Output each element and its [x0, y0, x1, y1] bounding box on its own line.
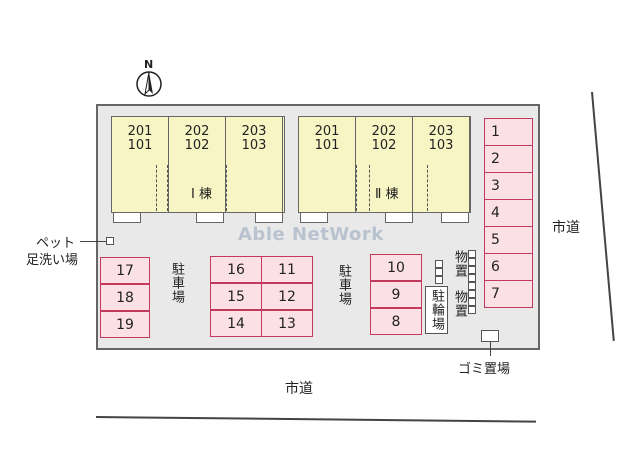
- entrance-step: [113, 212, 141, 223]
- entrance-step: [300, 212, 328, 223]
- parking-slot: 19: [100, 311, 150, 338]
- watermark: Able NetWork: [238, 224, 384, 245]
- building-1: 201 101 202 102 203 103 Ⅰ 棟: [111, 116, 285, 213]
- parking-slot: 2: [484, 145, 533, 173]
- compass-letter: N: [144, 58, 154, 71]
- unit-upper-number: 201: [314, 124, 340, 139]
- storage-box: [435, 276, 443, 284]
- stair-outline: [369, 165, 370, 211]
- unit-201-101: 201 101: [299, 117, 356, 212]
- unit-203-103: 203 103: [413, 117, 470, 212]
- stair-outline: [156, 165, 157, 211]
- pet-wash-line2: 足洗い場: [26, 253, 79, 268]
- parking-slot: 5: [484, 226, 533, 254]
- unit-lower-number: 101: [314, 138, 340, 153]
- pet-wash-line1: ペット: [36, 236, 76, 251]
- pet-wash-label: ペット 足洗い場: [26, 235, 78, 269]
- garbage-label: ゴミ置場: [458, 362, 511, 377]
- parking-slot: 7: [484, 280, 533, 308]
- parking-slot: 17: [100, 257, 150, 284]
- storage-box: [468, 250, 476, 258]
- unit-202-102: 202 102: [356, 117, 413, 212]
- south-road-line: [95, 416, 536, 423]
- parking-area-label-west: 駐車場: [169, 262, 184, 304]
- parking-slot: 11: [261, 256, 313, 283]
- garbage-box: [481, 330, 499, 342]
- unit-upper-number: 203: [428, 124, 454, 139]
- parking-area-label-center: 駐車場: [336, 264, 351, 306]
- parking-slot: 16: [210, 256, 262, 283]
- building-2: 201 101 202 102 203 103 Ⅱ 棟: [298, 116, 471, 213]
- parking-slot: 9: [370, 281, 422, 308]
- unit-upper-number: 202: [371, 124, 397, 139]
- storage-box: [435, 260, 443, 268]
- unit-202-102: 202 102: [169, 117, 226, 212]
- south-road-label: 市道: [285, 381, 313, 397]
- parking-slot: 1: [484, 118, 533, 146]
- parking-slot: 4: [484, 199, 533, 227]
- storage-box: [468, 274, 476, 282]
- parking-slot: 15: [210, 283, 262, 310]
- parking-slot: 6: [484, 253, 533, 281]
- unit-201-101: 201 101: [112, 117, 169, 212]
- unit-upper-number: 201: [127, 124, 153, 139]
- unit-lower-number: 102: [184, 138, 210, 153]
- parking-slot: 13: [261, 310, 313, 337]
- storage-box: [468, 266, 476, 274]
- east-road-line: [591, 91, 615, 342]
- entrance-step: [196, 212, 224, 223]
- unit-203-103: 203 103: [226, 117, 283, 212]
- stair-outline: [167, 165, 168, 211]
- parking-slot: 3: [484, 172, 533, 200]
- stair-outline: [356, 165, 357, 211]
- storage-box: [435, 268, 443, 276]
- unit-upper-number: 202: [184, 124, 210, 139]
- unit-lower-number: 102: [371, 138, 397, 153]
- east-road-label: 市道: [552, 220, 580, 236]
- north-arrow-icon: [136, 71, 162, 97]
- bicycle-parking-label: 駐輪場: [425, 286, 448, 334]
- unit-lower-number: 103: [428, 138, 454, 153]
- parking-slot: 8: [370, 308, 422, 335]
- building-label: Ⅱ 棟: [375, 187, 399, 202]
- storage-box: [468, 290, 476, 298]
- storage-label: 物置: [452, 250, 467, 278]
- storage-box: [468, 298, 476, 306]
- unit-lower-number: 103: [241, 138, 267, 153]
- pet-wash-leader-line: [80, 241, 106, 242]
- parking-slot: 18: [100, 284, 150, 311]
- storage-box: [468, 282, 476, 290]
- unit-upper-number: 203: [241, 124, 267, 139]
- parking-slot: 10: [370, 254, 422, 281]
- storage-label: 物置: [452, 290, 467, 318]
- garbage-leader-line: [490, 342, 491, 356]
- parking-slot: 14: [210, 310, 262, 337]
- storage-box: [468, 258, 476, 266]
- stair-outline: [427, 165, 428, 211]
- entrance-step: [385, 212, 413, 223]
- parking-slot: 12: [261, 283, 313, 310]
- compass: N: [133, 58, 165, 100]
- building-label: Ⅰ 棟: [191, 187, 212, 202]
- stair-outline: [226, 165, 227, 211]
- unit-lower-number: 101: [127, 138, 153, 153]
- pet-wash-marker: [106, 237, 114, 245]
- entrance-step: [255, 212, 283, 223]
- entrance-step: [441, 212, 469, 223]
- storage-box: [468, 306, 476, 314]
